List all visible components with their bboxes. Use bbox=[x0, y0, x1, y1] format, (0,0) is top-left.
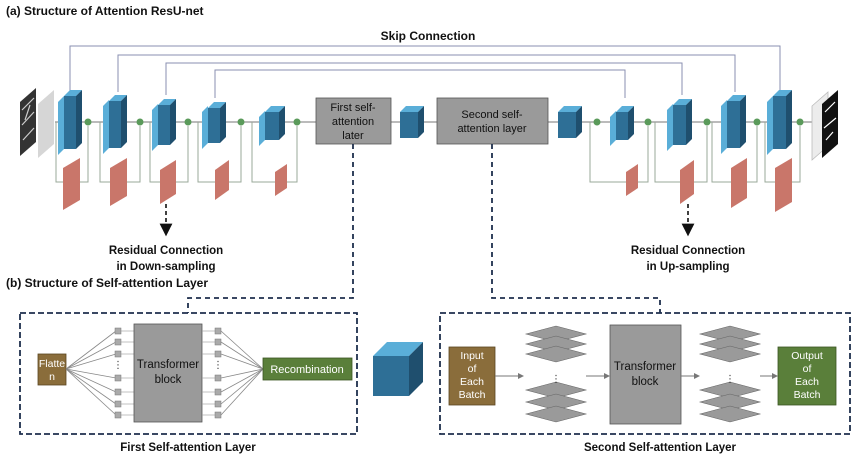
section-a-label: (a) Structure of Attention ResU-net bbox=[6, 4, 204, 18]
transformer-block-1 bbox=[133, 323, 203, 423]
first-layer-connector bbox=[187, 144, 354, 313]
decoder-block-2 bbox=[667, 99, 692, 151]
flatten-fan-lines bbox=[65, 330, 117, 416]
encoder-block-3 bbox=[152, 99, 176, 151]
decoder-block-4 bbox=[767, 90, 792, 155]
residual-down-line-2: in Down-sampling bbox=[116, 261, 215, 273]
transformer-1-line-2: block bbox=[155, 374, 182, 386]
transformer-1-line-1: Transformer bbox=[137, 359, 199, 371]
first-block-line-3: later bbox=[342, 130, 364, 142]
recombination-label: Recombination bbox=[270, 364, 343, 376]
stack-ellipsis-left: ⋮ bbox=[551, 374, 561, 385]
first-layer-panel bbox=[19, 312, 358, 435]
output-image bbox=[811, 90, 838, 161]
recombination-fan-lines bbox=[220, 330, 264, 416]
encoder-block-1 bbox=[58, 90, 82, 155]
first-layer-caption: First Self-attention Layer bbox=[120, 442, 256, 454]
input-line-4: Batch bbox=[459, 389, 486, 401]
transformer-2-line-2: block bbox=[632, 376, 659, 388]
flatten-line-2: n bbox=[49, 371, 55, 383]
second-layer-panel bbox=[439, 312, 851, 435]
residual-down-line-1: Residual Connection bbox=[109, 245, 223, 257]
input-each-batch-box bbox=[448, 346, 496, 406]
input-line-2: of bbox=[468, 363, 477, 375]
input-image bbox=[20, 88, 54, 158]
residual-up-line-1: Residual Connection bbox=[631, 245, 745, 257]
decoder-block-3 bbox=[721, 95, 746, 154]
token-column-right bbox=[214, 327, 222, 419]
second-layer-caption: Second Self-attention Layer bbox=[584, 442, 737, 454]
token-ellipsis-left: ⋮ bbox=[113, 360, 123, 371]
encoder-block-4 bbox=[202, 102, 226, 149]
bottleneck-block-1 bbox=[400, 106, 424, 138]
output-line-2: of bbox=[803, 363, 812, 375]
middle-feature-cube bbox=[373, 342, 423, 396]
output-line-3: Each bbox=[795, 376, 819, 388]
residual-blocks-up bbox=[626, 158, 792, 212]
second-block-line-1: Second self- bbox=[461, 109, 522, 121]
second-block-line-2: attention layer bbox=[457, 123, 526, 135]
skip-connection-label: Skip Connection bbox=[381, 29, 476, 43]
bottleneck-block-2 bbox=[558, 106, 582, 138]
transformer-block-2 bbox=[609, 324, 682, 425]
output-line-4: Batch bbox=[794, 389, 821, 401]
input-line-3: Each bbox=[460, 376, 484, 388]
residual-up-line-2: in Up-sampling bbox=[646, 261, 729, 273]
skip-connections bbox=[69, 45, 781, 98]
first-block-line-1: First self- bbox=[330, 102, 376, 114]
transformer-2-line-1: Transformer bbox=[614, 361, 676, 373]
second-layer-connector bbox=[491, 144, 661, 313]
encoder-block-5 bbox=[259, 106, 285, 146]
first-block-line-2: attention bbox=[332, 116, 374, 128]
section-b-label: (b) Structure of Self-attention Layer bbox=[6, 276, 208, 290]
encoder-block-2 bbox=[103, 95, 127, 154]
merge-nodes bbox=[84, 118, 804, 126]
batch-stack-right bbox=[698, 325, 762, 423]
batch-stack-left bbox=[524, 325, 588, 423]
output-each-batch-box bbox=[777, 346, 837, 406]
second-self-attention-box bbox=[436, 97, 549, 145]
token-links-left bbox=[121, 330, 134, 416]
recombination-box bbox=[262, 357, 353, 381]
stack-ellipsis-right: ⋮ bbox=[725, 374, 735, 385]
residual-blocks-down bbox=[63, 158, 287, 210]
token-column-left bbox=[114, 327, 122, 419]
token-links-right bbox=[202, 330, 215, 416]
decoder-block-1 bbox=[610, 106, 634, 146]
token-ellipsis-right: ⋮ bbox=[213, 360, 223, 371]
output-line-1: Output bbox=[791, 350, 823, 362]
input-line-1: Input bbox=[460, 350, 483, 362]
flatten-box bbox=[37, 353, 67, 386]
flatten-line-1: Flatte bbox=[39, 358, 65, 370]
